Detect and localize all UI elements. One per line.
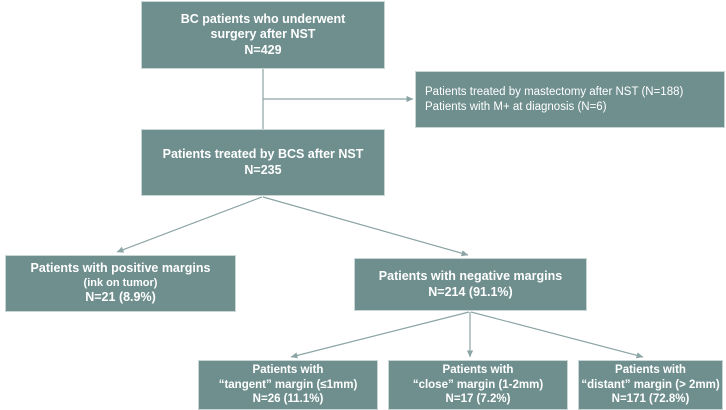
node-negative-line-1: Patients with negative margins [378,268,563,283]
node-negative-margins[interactable]: Patients with negative margins N=214 (91… [354,258,587,311]
node-distant-line-2: “distant” margin (> 2mm) [581,378,720,391]
node-distant-line-3: N=171 (72.8%) [611,393,690,406]
node-bcs-patients[interactable]: Patients treated by BCS after NST N=235 [141,129,385,196]
node-negative-line-2: N=214 (91.1%) [428,284,513,299]
node-close-line-1: Patients with [442,364,514,377]
edge-negative-to-tangent [290,311,470,359]
node-excluded-line-1: Patients treated by mastectomy after NST… [425,86,684,99]
edge-bcs-to-positive [116,196,263,253]
edge-bcs-to-negative [262,196,469,257]
node-total-cohort-line-1: BC patients who underwent [180,11,346,26]
node-close-line-3: N=17 (7.2%) [445,393,511,406]
node-total-cohort[interactable]: BC patients who underwent surgery after … [141,1,385,69]
edge-negative-to-distant [470,311,644,359]
node-total-cohort-line-2: surgery after NST [210,27,316,42]
node-positive-margins[interactable]: Patients with positive margins (ink on t… [5,255,236,312]
node-close-line-2: “close” margin (1-2mm) [412,378,544,391]
node-bcs-line-2: N=235 [244,162,282,177]
node-distant-margin[interactable]: Patients with “distant” margin (> 2mm) N… [578,360,723,410]
node-excluded-patients[interactable]: Patients treated by mastectomy after NST… [415,71,725,128]
node-close-margin[interactable]: Patients with “close” margin (1-2mm) N=1… [388,360,568,410]
node-distant-line-1: Patients with [615,364,686,377]
node-bcs-line-1: Patients treated by BCS after NST [162,146,364,161]
node-positive-line-2: (ink on tumor) [83,276,158,289]
node-tangent-line-3: N=26 (11.1%) [252,393,324,406]
node-excluded-line-2: Patients with M+ at diagnosis (N=6) [425,100,607,113]
node-total-cohort-line-3: N=429 [244,42,282,57]
node-positive-line-1: Patients with positive margins [30,261,211,275]
node-tangent-line-2: “tangent” margin (≤1mm) [218,378,358,391]
node-tangent-margin[interactable]: Patients with “tangent” margin (≤1mm) N=… [198,360,378,410]
node-positive-line-3: N=21 (8.9%) [85,290,156,305]
node-tangent-line-1: Patients with [252,364,324,377]
